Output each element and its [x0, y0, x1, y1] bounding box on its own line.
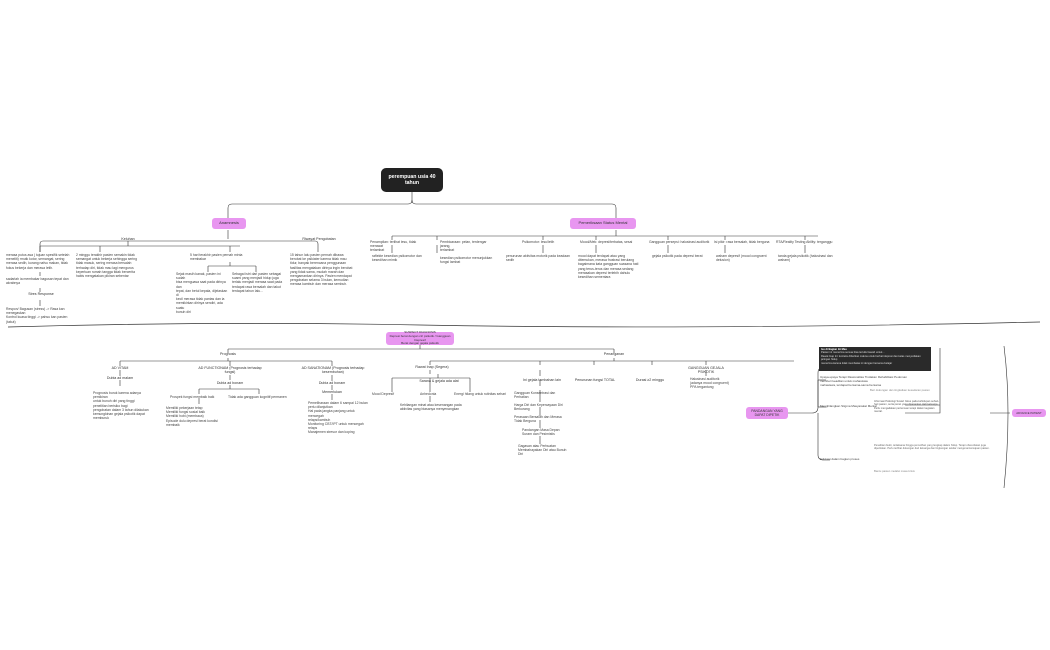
status-item-2: Pembicaraan: pelan, terdengar jarang, te… — [440, 240, 487, 253]
branch-2-text: Informasi Psikologi Sosial: fokus pada k… — [874, 400, 940, 414]
suspect-diagnosis-label: SUSPECT DIAGNOSIS Depresi berat dengan c… — [389, 330, 451, 346]
prognosis-col-2-item-2: Tidak ada gangguan kognitif permanen — [228, 395, 287, 399]
branch-3-text: Penelitian bukti, terlaksana hingga pemu… — [874, 444, 990, 451]
prognosis-col-3-text: Pemeliharaan dalam 6 sampai 12 bulan per… — [308, 401, 368, 435]
status-sub-2: kesedian psikomotor menunjukkan fungsi l… — [440, 256, 493, 265]
rawat-inap-note: Kehilangan minat atau kesenangan pada ak… — [400, 403, 462, 412]
status-item-7: RTA/Reality Testing Ability: terganggu — [776, 240, 833, 244]
side-tag-node[interactable]: ADVANCE PATIENT — [1012, 409, 1046, 417]
status-item-6: Isi pikir: rasa bersalah, tidak berguna — [714, 240, 770, 244]
takeaway-label: PANDANGAN YANG DAPAT DIPETIK — [751, 408, 783, 417]
lain-title: Durasi ≥2 minggu — [635, 378, 665, 382]
branch-2: Menghilangkan Stigma Masyarakat Mental — [820, 404, 877, 408]
rawat-inap-sub: Sarana & gejala ada alat — [419, 379, 459, 383]
rawat-inap-item-1: Mood Depresif — [372, 392, 395, 396]
keluhan-item-3: 5 hari terakhir pasien pernah minta memb… — [190, 253, 243, 262]
rawat-inap-item-3: Energi hilang untuk rutinitas sehari — [454, 392, 507, 396]
prognosis-col-1-text: Prognosis buruk karena adanya pemikiran … — [93, 391, 149, 421]
prognosis-col-2-item-1: Prospek fungsi membaik baik — [170, 395, 215, 399]
branch-3: Edukasi dalam bagian proses — [820, 457, 860, 461]
prognosis-col-2-title: AD FUNCTIONAM (Prognosis terhadap fungsi… — [198, 366, 262, 375]
anamnesis-node[interactable]: Anamnesis — [212, 218, 246, 229]
psikoterapi-item-1: Gangguan Konsentrasi dan Perhatian — [514, 391, 556, 400]
penanganan-heading: Penanganan — [603, 352, 625, 356]
status-sub-6: waham depresif (mood congruent delusion) — [716, 254, 767, 263]
small-note-1: Beri dukungan dan tingkatkan kesadaran p… — [870, 388, 930, 392]
prognosis-col-1-title: AD VITAM — [111, 366, 129, 370]
psikoterapi-item-3: Perasaan Bersalah dan Merasa Tidak Bergu… — [514, 415, 562, 424]
anamnesis-label: Anamnesis — [219, 220, 239, 226]
keluhan-sub-3: Sebagai istri dari pasien sebagai suami … — [232, 272, 283, 293]
quote-panel: Isu di Bagian Ini Mau Pasien ini menerim… — [819, 347, 931, 371]
prognosis-heading: Prognosis — [220, 352, 236, 356]
side-tag-label: ADVANCE PATIENT — [1016, 410, 1042, 415]
rawat-inap-title: Rawat Inap (Segera) — [415, 365, 449, 369]
quote-panel-head: Isu di Bagian Ini Mau — [821, 348, 847, 351]
small-note-2: Bantu pasien melalui masa krisis — [874, 469, 915, 473]
keluhan-heading: Keluhan — [121, 237, 135, 241]
status-item-5: Gangguan persepsi: halusinasi auditorik — [649, 240, 710, 244]
keluhan-sub-1: sadarlah ia membakar bagusan tepat dan a… — [6, 277, 69, 286]
psikoterapi-item-5: Gagasan atau Perbuatan Membahayakan Diri… — [518, 444, 567, 457]
status-sub-3: penurunan aktivitas motorik pada keadaan… — [506, 254, 570, 263]
prognosis-col-3-sub: Dubia ad bonam — [318, 381, 346, 385]
prognosis-col-3-title: AD SANATIONAM (Prognosis terhadap kesemb… — [301, 366, 365, 375]
prognosis-col-3-sub2: Memerlukan — [322, 390, 342, 394]
keluhan-item-1: merasa putus asa ( tujuan spesifik setel… — [6, 253, 70, 270]
riwayat-text: 15 tahun lalu pasien pernah dibawa berob… — [290, 253, 353, 287]
suspect-diagnosis-node[interactable]: SUSPECT DIAGNOSIS Depresi berat dengan c… — [386, 330, 454, 346]
status-item-3: Psikomotor: lesu/letih — [522, 240, 555, 244]
psikoterapi-item-4: Pandangan Masa Depan Suram dan Pesimisti… — [522, 428, 560, 437]
stres-heading: Stres Response — [28, 292, 54, 296]
status-mental-node[interactable]: Pemeriksaan Status Mental — [570, 218, 636, 229]
status-sub-1: raflekte kesedian psikomotor dan kesedih… — [372, 254, 422, 263]
status-mental-label: Pemeriksaan Status Mental — [578, 220, 628, 226]
prognosis-col-2-sub: Dubia ad bonam — [216, 381, 244, 385]
stres-items: Respon/ Bagusan (stress) -> Rasa kan men… — [6, 307, 68, 324]
rawat-inap-item-2: Anhedonia — [420, 392, 437, 396]
root-node[interactable]: perempuan usia 40 tahun — [381, 168, 443, 192]
durasi-title: Penurunan fungsi TOTAL — [574, 378, 616, 382]
keluhan-item-2: 2 minggu terakhir pasien semakin tidak s… — [76, 253, 138, 279]
psikoterapi-item-2: Harga Diri dan Kepercayaan Diri Berkuran… — [514, 403, 563, 412]
prognosis-col-1-sub: Dubia ad malam — [106, 376, 134, 380]
gejala-title: GANGGUAN GEJALA PSIKOTIK — [688, 366, 724, 375]
status-sub-7: tanda gejala psikotik (halusinasi dan wa… — [778, 254, 833, 263]
status-item-1: Penampilan: terlihat lesu, tidak merawat… — [370, 240, 417, 253]
takeaway-node[interactable]: PANDANGAN YANG DAPAT DIPETIK — [746, 407, 788, 419]
prognosis-col-2-text: Memiliki pekerjaan tetap Memiliki fungsi… — [166, 406, 218, 427]
keluhan-sub-2: Sejak masih kanak, pasien ini sudah bisa… — [176, 272, 228, 314]
status-sub-5: gejala psikotik pada depresi berat — [652, 254, 703, 258]
gejala-text: Halusinasi auditorik (adanya mood congru… — [690, 377, 729, 390]
quote-panel-text: Pasien ini menerima semua bisa tertulis … — [821, 351, 921, 365]
riwayat-heading: Riwayat Pengobatan — [302, 237, 336, 241]
status-item-4: Mood/Afek: depresi/terbatas, sesai — [580, 240, 633, 244]
status-sub-4: mood dapat terdapat atau yang ditemukan,… — [578, 254, 639, 280]
root-label: perempuan usia 40 tahun — [388, 174, 436, 186]
branch-1: Upaya-upaya Terapi Rasionalitas Tindakan… — [820, 375, 907, 387]
psikoterapi-title: Ini gejala tambahan lain — [523, 378, 561, 382]
